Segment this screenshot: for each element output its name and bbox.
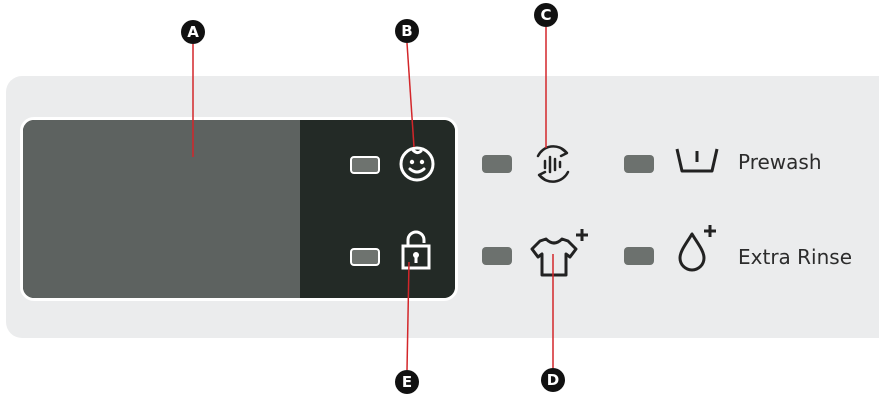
water-drop-plus-icon[interactable] <box>676 222 722 274</box>
lock-led <box>350 248 380 266</box>
callout-marker-c: C <box>534 3 558 27</box>
extra-rinse-led <box>624 247 654 265</box>
prewash-label: Prewash <box>738 150 822 174</box>
tshirt-plus-icon[interactable] <box>528 225 596 285</box>
easy-iron-led <box>482 247 512 265</box>
padlock-icon[interactable] <box>400 229 432 273</box>
prewash-led <box>624 155 654 173</box>
callout-marker-e: E <box>395 370 419 394</box>
callout-marker-d: D <box>541 368 565 392</box>
rotation-cycle-icon[interactable] <box>526 140 580 188</box>
child-face-icon[interactable] <box>397 143 437 183</box>
child-mode-led <box>350 156 380 174</box>
extra-rinse-label: Extra Rinse <box>738 245 853 269</box>
callout-marker-a: A <box>181 20 205 44</box>
callout-marker-b: B <box>395 19 419 43</box>
speed-wash-led <box>482 155 512 173</box>
display-unit <box>20 117 458 301</box>
display-screen <box>23 120 300 298</box>
wash-tub-icon[interactable] <box>674 145 720 177</box>
